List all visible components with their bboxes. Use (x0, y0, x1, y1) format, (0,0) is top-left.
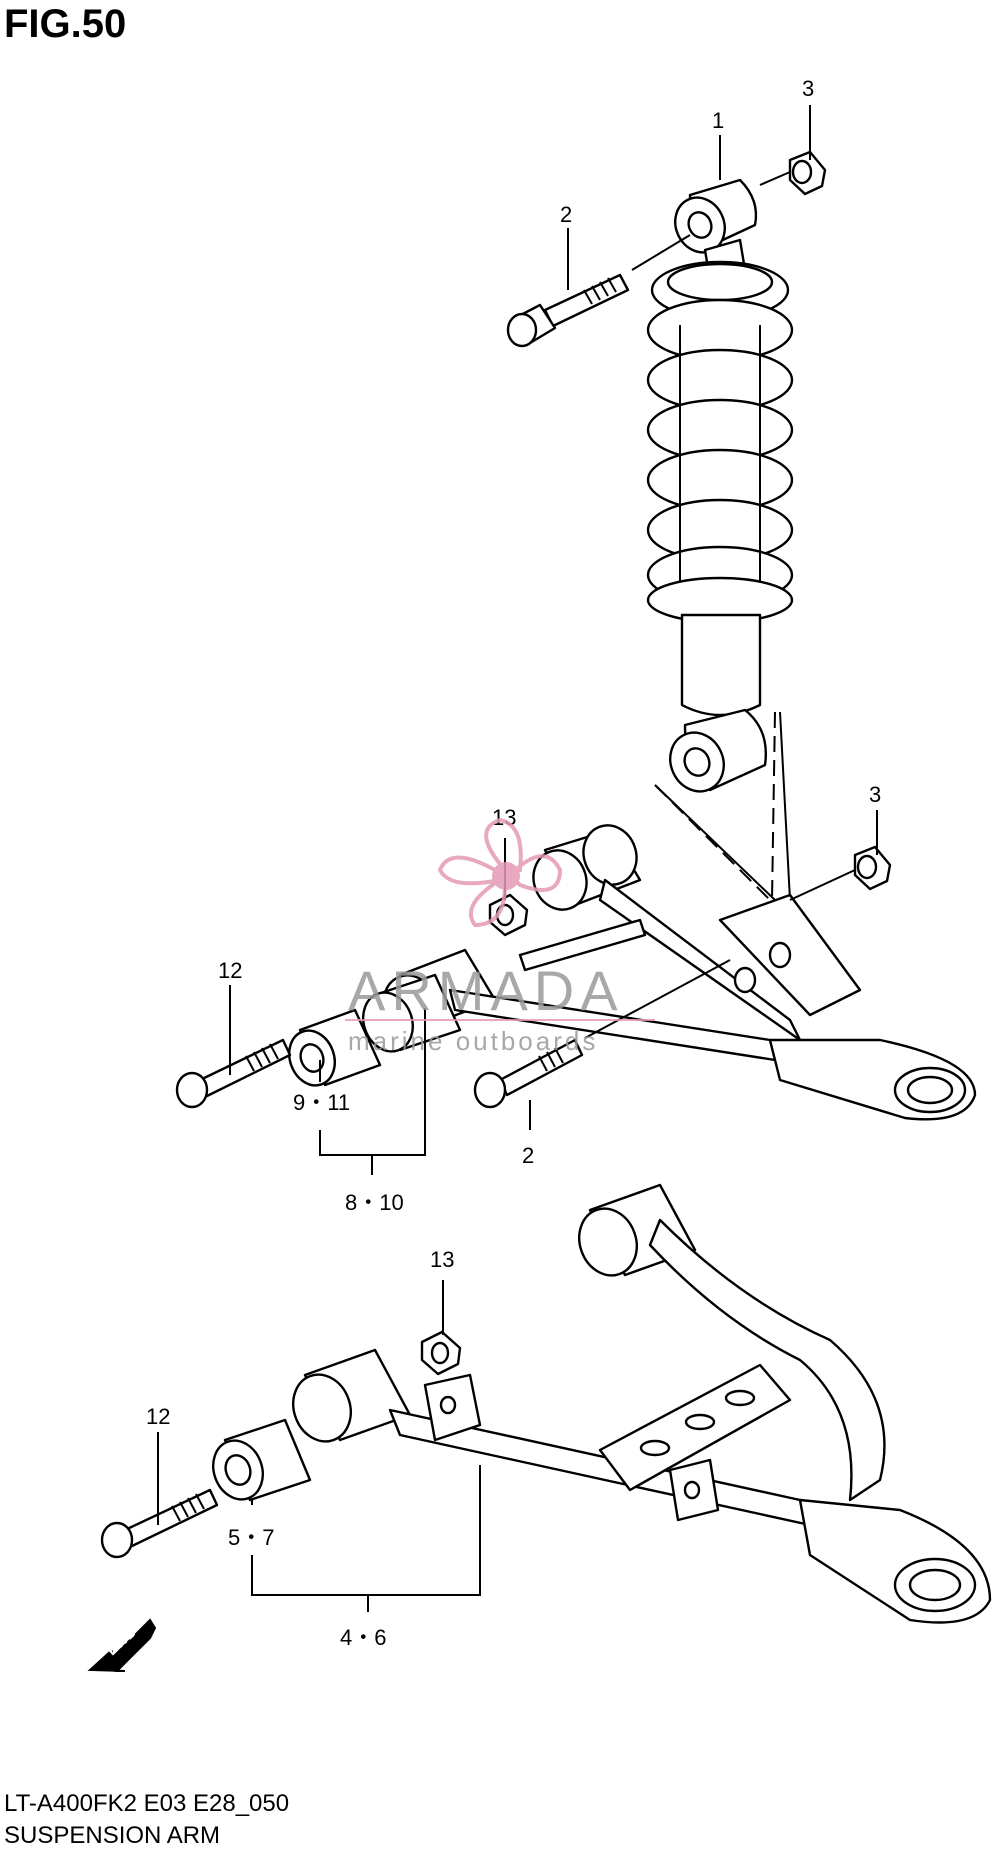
bushing-8-10 (362, 973, 462, 1053)
callout-3-top: 3 (802, 76, 814, 101)
watermark-tagline: marine outboards (348, 1026, 598, 1056)
coil-spring (646, 298, 794, 624)
propeller-logo-icon (437, 817, 563, 928)
diagram-code: LT-A400FK2 E03 E28_050 (4, 1790, 290, 1817)
callout-3-mid: 3 (869, 782, 881, 807)
shock-absorber (646, 178, 794, 901)
nut-13-lower (420, 1330, 462, 1376)
bolt-2-mid (473, 959, 731, 1109)
callout-2-mid: 2 (522, 1143, 534, 1168)
callout-9-11: 9・11 (293, 1090, 350, 1115)
callout-12-upper: 12 (218, 958, 242, 983)
watermark-brand: ARMADA (348, 959, 624, 1022)
bolt-12-lower (100, 1488, 219, 1559)
callout-12-lower: 12 (146, 1404, 170, 1429)
leader-lines (157, 105, 878, 1612)
callout-5-7: 5・7 (228, 1525, 274, 1550)
nut-3-top (759, 150, 827, 196)
bolt-12-upper (175, 1038, 292, 1109)
bushing-9-11 (288, 1008, 382, 1087)
callout-4-6: 4・6 (340, 1625, 386, 1650)
upper-suspension-arm (382, 824, 977, 1121)
diagram-name: SUSPENSION ARM (4, 1822, 221, 1849)
callout-1: 1 (712, 108, 724, 133)
nut-3-mid (789, 845, 892, 901)
callout-8-10: 8・10 (345, 1190, 404, 1215)
callout-labels: 1 2 3 3 13 12 9・11 2 8・10 13 12 5・7 4・6 (146, 76, 881, 1650)
bolt-2-top (506, 234, 691, 348)
lower-suspension-arm (292, 1183, 992, 1624)
bushing-5-7 (212, 1418, 312, 1502)
callout-13-lower: 13 (430, 1247, 454, 1272)
figure-title: FIG.50 (4, 2, 127, 46)
fwd-arrow-marker: FWD (87, 1618, 157, 1672)
armada-watermark: ARMADA marine outboards (345, 817, 655, 1056)
callout-2-top: 2 (560, 202, 572, 227)
